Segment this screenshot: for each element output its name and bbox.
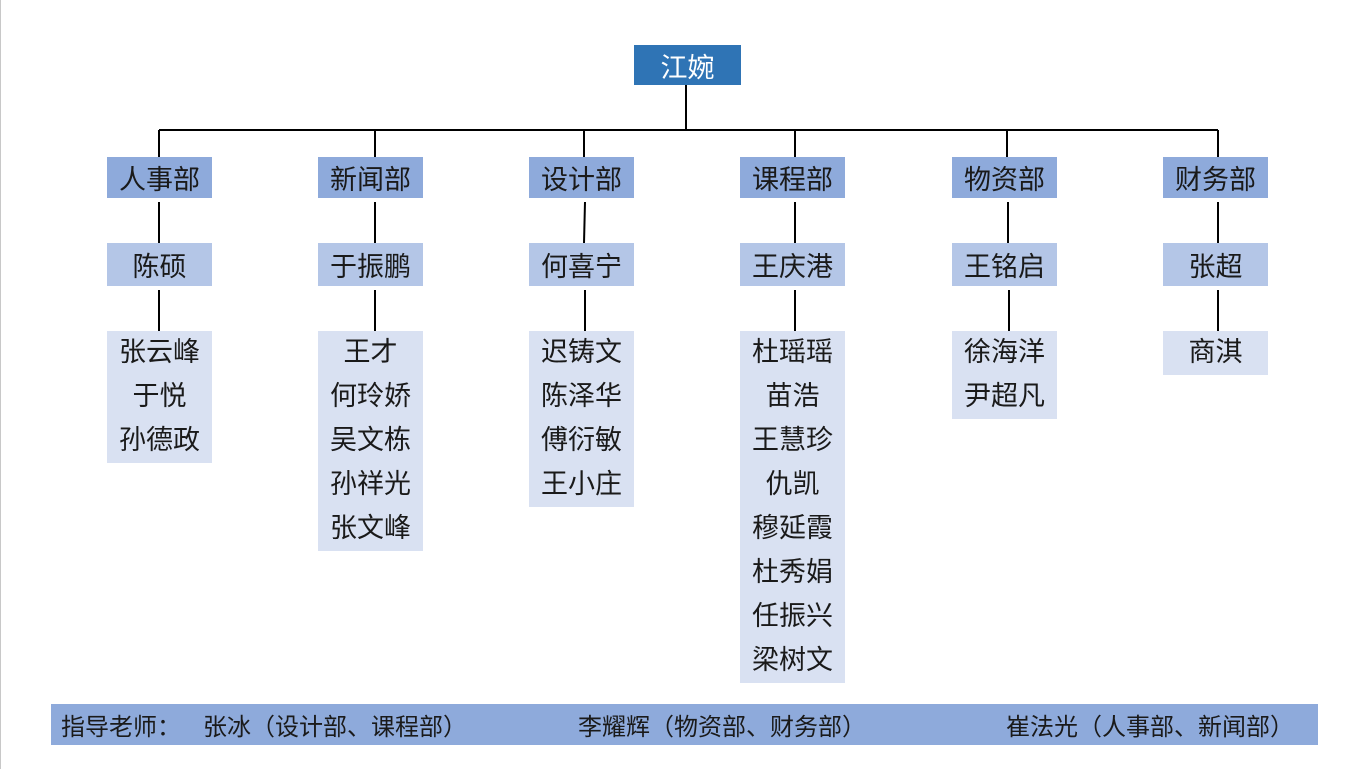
dept-node: 物资部 [952,157,1057,198]
member-name: 徐海洋 [964,337,1045,368]
member-name: 任振兴 [752,601,833,632]
member-name: 王才 [343,337,398,368]
member-name: 穆延霞 [752,513,833,544]
member-name: 陈泽华 [541,381,622,412]
advisor-1: 张冰（设计部、课程部） [203,713,467,741]
leader-node: 张超 [1163,243,1268,286]
leader-node: 王铭启 [952,243,1057,286]
leader-node: 何喜宁 [529,243,634,286]
dept-node: 财务部 [1163,157,1268,198]
member-list: 王才 何玲娇 吴文栋 孙祥光 张文峰 [318,331,423,551]
dept-node: 新闻部 [318,157,423,198]
leader-node: 陈硕 [107,243,212,286]
member-name: 商淇 [1188,337,1243,368]
leader-node: 于振鹏 [318,243,423,286]
page-left-border [0,0,1,769]
member-name: 何玲娇 [330,381,411,412]
leader-link-2 [583,201,586,244]
member-name: 杜秀娟 [752,557,833,588]
member-name: 杜瑶瑶 [752,337,833,368]
member-name: 迟铸文 [541,337,622,368]
advisor-2: 李耀辉（物资部、财务部） [578,713,866,741]
member-name: 张云峰 [119,337,200,368]
advisors-label: 指导老师： [61,713,181,741]
member-list: 商淇 [1163,331,1268,375]
leader-node: 王庆港 [740,243,845,286]
member-name: 孙祥光 [330,469,411,500]
member-name: 张文峰 [330,513,411,544]
member-name: 仇凯 [765,469,820,500]
root-node: 江婉 [634,45,741,85]
advisors-bar: 指导老师： 张冰（设计部、课程部） 李耀辉（物资部、财务部） 崔法光（人事部、新… [51,704,1318,745]
member-name: 吴文栋 [330,425,411,456]
dept-node: 课程部 [740,157,845,198]
member-list: 迟铸文 陈泽华 傅衍敏 王小庄 [529,331,634,507]
member-name: 梁树文 [752,645,833,676]
member-name: 苗浩 [765,381,820,412]
member-name: 傅衍敏 [541,425,622,456]
dept-node: 人事部 [107,157,212,198]
member-list: 杜瑶瑶 苗浩 王慧珍 仇凯 穆延霞 杜秀娟 任振兴 梁树文 [740,331,845,683]
member-list: 张云峰 于悦 孙德政 [107,331,212,463]
advisor-3: 崔法光（人事部、新闻部） [1006,713,1294,741]
member-name: 王小庄 [541,469,622,500]
member-name: 于悦 [132,381,187,412]
member-name: 孙德政 [119,425,200,456]
member-name: 尹超凡 [964,381,1045,412]
member-name: 王慧珍 [752,425,833,456]
dept-node: 设计部 [529,157,634,198]
member-list: 徐海洋 尹超凡 [952,331,1057,419]
